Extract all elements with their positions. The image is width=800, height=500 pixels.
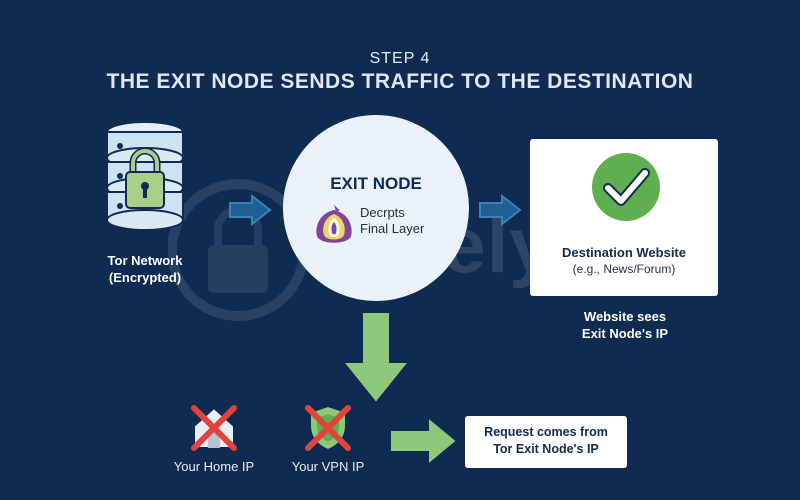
arrow-right-icon xyxy=(229,193,272,227)
exit-node-desc-line2: Final Layer xyxy=(360,221,425,236)
step-label: STEP 4 xyxy=(369,50,431,67)
request-text: Request comes from Tor Exit Node's IP xyxy=(465,424,627,458)
page-title: THE EXIT NODE SENDS TRAFFIC TO THE DESTI… xyxy=(106,70,694,93)
exit-node-desc-line1: Decrpts xyxy=(360,205,405,220)
vpn-ip-label: Your VPN IP xyxy=(291,459,365,474)
request-card xyxy=(465,416,627,468)
tor-network-label-line1: Tor Network xyxy=(107,253,183,268)
destination-title: Destination Website xyxy=(561,245,686,260)
arrow-down-icon xyxy=(340,311,412,405)
request-line1: Request comes from xyxy=(484,425,608,439)
destination-subtitle: (e.g., News/Forum) xyxy=(572,262,676,276)
website-sees-line2: Exit Node's IP xyxy=(581,326,669,341)
exit-node-circle xyxy=(283,115,469,301)
tor-onion-icon xyxy=(316,204,352,243)
request-line2: Tor Exit Node's IP xyxy=(493,442,599,456)
checkmark-icon xyxy=(592,153,660,221)
home-ip-label: Your Home IP xyxy=(173,459,255,474)
website-sees-label: Website sees Exit Node's IP xyxy=(545,308,705,342)
tor-network-label: Tor Network (Encrypted) xyxy=(90,252,200,286)
tor-network-label-line2: (Encrypted) xyxy=(108,270,182,285)
shield-crossed-icon xyxy=(305,404,351,452)
exit-node-desc: Decrpts Final Layer xyxy=(360,205,424,237)
exit-node-title: EXIT NODE xyxy=(330,174,422,193)
website-sees-line1: Website sees xyxy=(583,309,667,324)
arrow-right-icon-2 xyxy=(479,193,522,227)
arrow-right-green-icon xyxy=(389,414,459,468)
server-lock-icon xyxy=(106,121,184,231)
house-crossed-icon xyxy=(188,403,240,451)
